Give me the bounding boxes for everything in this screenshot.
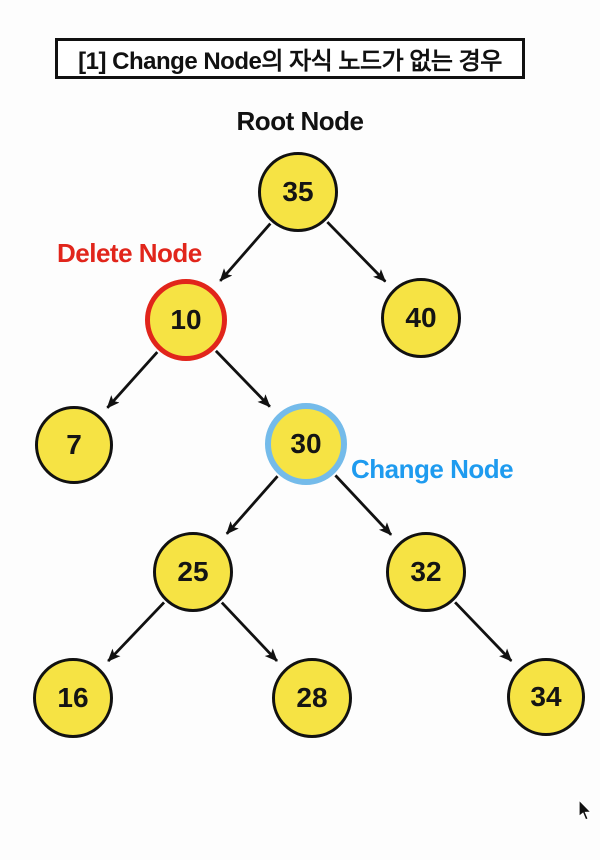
- tree-node-34: 34: [507, 658, 585, 736]
- mouse-cursor-icon: [578, 799, 593, 821]
- node-value: 10: [170, 304, 202, 335]
- tree-node-16: 16: [33, 658, 113, 738]
- tree-node-40: 40: [381, 278, 461, 358]
- node-value: 30: [290, 428, 322, 459]
- delete-node-label: Delete Node: [57, 238, 202, 268]
- title-box: [1] Change Node의 자식 노드가 없는 경우: [55, 38, 525, 79]
- node-value: 35: [282, 176, 314, 207]
- tree-edge-10-7: [106, 351, 159, 409]
- tree-edge-35-10: [219, 222, 272, 282]
- node-value: 40: [405, 302, 437, 333]
- tree-edge-25-28: [220, 601, 279, 662]
- root-node-label: Root Node: [236, 106, 364, 136]
- node-value: 34: [530, 681, 562, 712]
- tree-edge-30-32: [334, 474, 393, 536]
- tree-node-10-delete: 10: [145, 279, 227, 361]
- tree-edge-25-16: [107, 601, 166, 663]
- node-value: 16: [57, 682, 89, 713]
- page-title: [1] Change Node의 자식 노드가 없는 경우: [78, 48, 502, 75]
- tree-edge-35-40: [326, 221, 387, 283]
- tree-edge-32-34: [454, 601, 513, 662]
- tree-node-25: 25: [153, 532, 233, 612]
- tree-edge-10-30: [214, 349, 271, 408]
- node-value: 25: [177, 556, 209, 587]
- tree-edge-30-25: [225, 475, 279, 535]
- tree-node-35: 35: [258, 152, 338, 232]
- tree-node-32: 32: [386, 532, 466, 612]
- node-value: 32: [410, 556, 442, 587]
- change-node-label: Change Node: [351, 454, 514, 484]
- tree-node-30-change: 30: [265, 403, 347, 485]
- node-value: 7: [66, 429, 82, 460]
- tree-node-7: 7: [35, 406, 113, 484]
- tree-node-28: 28: [272, 658, 352, 738]
- node-value: 28: [296, 682, 328, 713]
